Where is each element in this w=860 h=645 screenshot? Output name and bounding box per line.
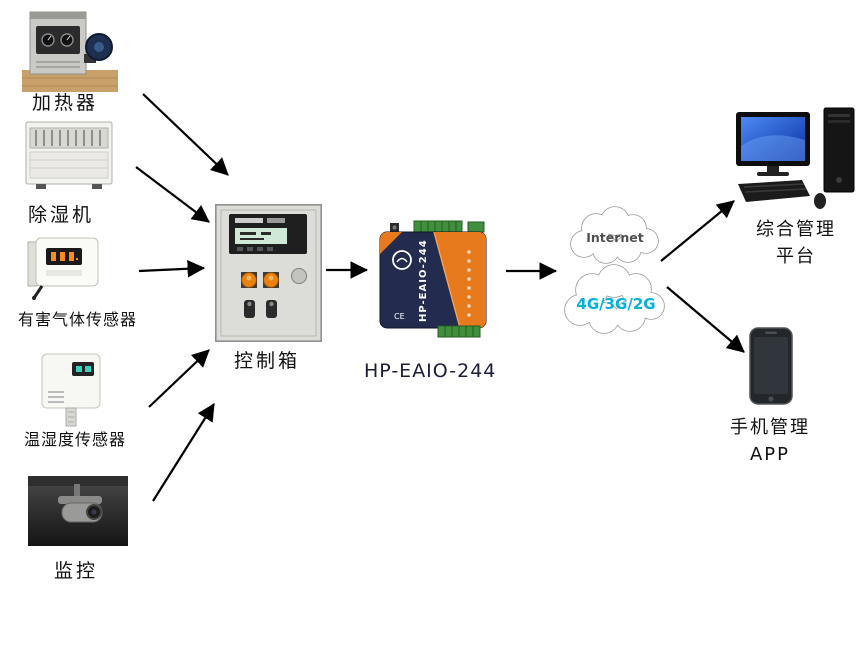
dehumidifier-foot: [92, 184, 102, 189]
mouse: [814, 193, 826, 209]
power-button: [836, 177, 842, 183]
internet-cloud: Internet: [566, 206, 664, 270]
heater-image: [22, 6, 118, 92]
heater-pipe: [84, 54, 96, 63]
dehumidifier-foot: [36, 184, 46, 189]
platform-label-line1: 综合管理: [756, 219, 836, 240]
cellular-cloud: 4G/3G/2G: [560, 264, 672, 340]
phone-image: [748, 326, 794, 406]
toggle-switch: [266, 300, 277, 318]
terminal-block-corner: [467, 221, 485, 233]
control-box-label: 控制箱: [234, 350, 301, 372]
monitor-stand: [767, 166, 779, 172]
camera-image: [28, 476, 128, 546]
phone-speaker: [765, 331, 777, 334]
pc-tower: [823, 107, 855, 193]
heater-panel: [36, 26, 80, 54]
ceiling: [28, 476, 128, 486]
mobile-label-line2: APP: [749, 444, 791, 465]
camera-pole: [74, 484, 80, 498]
cellular-cloud-label: 4G/3G/2G: [576, 295, 655, 313]
dehumidifier-image: [20, 120, 118, 192]
gateway-orange-panel: [434, 232, 486, 328]
gateway-logo: [392, 250, 412, 270]
gateway-ce-mark: CE: [394, 312, 405, 321]
arrow-gas-sensor-to-controlbox: [138, 259, 206, 278]
phone-screen: [754, 337, 788, 394]
dehumidifier-label: 除湿机: [28, 204, 95, 226]
gateway-vent-holes: [467, 250, 471, 317]
gateway-image: HP-EAIO-244 CE: [374, 220, 492, 338]
gas-sensor-image: [26, 236, 108, 300]
arrow-dehumidifier-to-controlbox: [135, 166, 210, 223]
control-box-image: [215, 204, 322, 342]
gas-sensor-label: 有害气体传感器: [18, 310, 138, 329]
arrow-temp-sensor-to-controlbox: [148, 349, 210, 408]
arrow-heater-to-controlbox: [142, 93, 229, 176]
arrow-cloud-to-phone: [666, 286, 745, 353]
camera-label: 监控: [54, 560, 99, 582]
controller-lcd: [235, 228, 287, 244]
arrow-cloud-to-platform: [660, 200, 735, 262]
mobile-label: 手机管理 APP: [714, 414, 826, 468]
mobile-label-line1: 手机管理: [730, 417, 810, 438]
arrow-camera-to-controlbox: [152, 403, 215, 502]
monitor-screen: [741, 117, 805, 161]
platform-label: 综合管理 平台: [740, 216, 852, 270]
gray-button: [291, 268, 307, 284]
phone-home-button: [768, 396, 774, 402]
camera-bracket: [58, 496, 102, 504]
temp-humidity-sensor-image: [34, 350, 112, 430]
platform-label-line2: 平台: [776, 246, 816, 267]
temp-sensor-display: [72, 362, 94, 376]
gateway-label: HP-EAIO-244: [364, 360, 497, 382]
internet-cloud-label: Internet: [586, 230, 644, 245]
heater-label: 加热器: [32, 92, 99, 114]
gateway-model-text: HP-EAIO-244: [418, 239, 429, 322]
toggle-switch: [244, 300, 255, 318]
gas-sensor-antenna: [32, 285, 44, 299]
platform-computer-image: [732, 106, 858, 210]
temp-humidity-sensor-label: 温湿度传感器: [24, 430, 127, 449]
